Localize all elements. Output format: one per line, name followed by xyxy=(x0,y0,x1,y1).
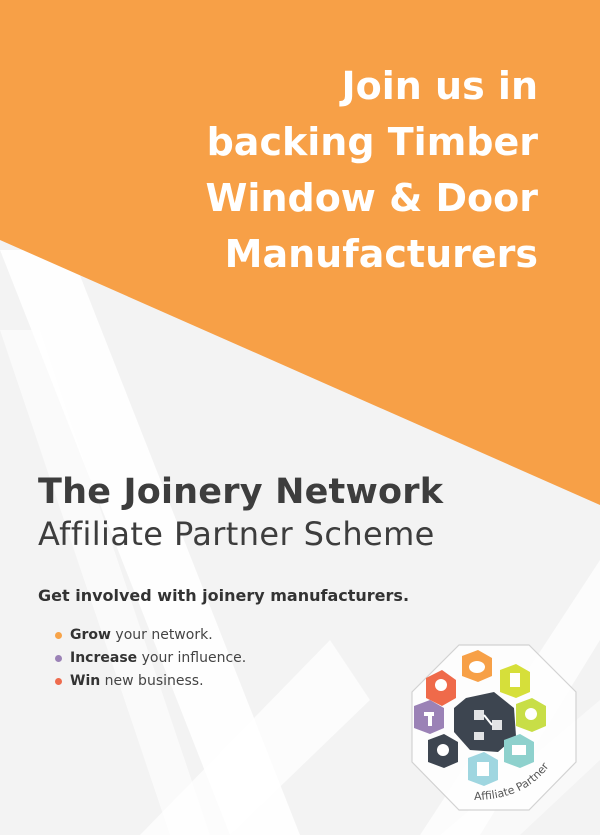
headline-line-3: Window & Door xyxy=(205,176,539,220)
benefit-text: new business. xyxy=(100,673,204,689)
gears-icon xyxy=(428,734,458,768)
scheme-title: The Joinery Network xyxy=(38,472,444,512)
scheme-subtitle: Affiliate Partner Scheme xyxy=(38,515,435,553)
bullet-dot-icon xyxy=(55,655,62,662)
affiliate-partner-badge: Affiliate Partner xyxy=(411,644,577,811)
benefit-keyword: Grow xyxy=(70,627,111,643)
headline: Join us in backing Timber Window & Door … xyxy=(78,58,539,282)
benefit-item-win: Win new business. xyxy=(55,670,246,693)
window-icon xyxy=(468,752,498,786)
lightbulb-icon xyxy=(516,698,546,732)
award-icon xyxy=(426,670,456,706)
document-check-icon xyxy=(500,664,530,698)
benefit-keyword: Win xyxy=(70,673,101,689)
benefit-list: Grow your network. Increase your influen… xyxy=(55,624,246,693)
benefit-keyword: Increase xyxy=(70,650,138,666)
network-icon xyxy=(454,692,516,752)
headline-line-1: Join us in xyxy=(341,64,538,108)
piggy-bank-icon xyxy=(462,650,492,682)
benefit-item-increase: Increase your influence. xyxy=(55,647,246,670)
benefit-text: your network. xyxy=(110,627,213,643)
benefit-text: your influence. xyxy=(137,650,247,666)
door-handle-icon xyxy=(414,700,444,734)
bullet-dot-icon xyxy=(55,632,62,639)
intro-text: Get involved with joinery manufacturers. xyxy=(38,586,410,605)
headline-line-4: Manufacturers xyxy=(224,232,538,276)
benefit-item-grow: Grow your network. xyxy=(55,624,246,647)
monitor-icon xyxy=(504,734,534,768)
bullet-dot-icon xyxy=(55,678,62,685)
orange-banner xyxy=(0,0,600,505)
headline-line-2: backing Timber xyxy=(206,120,538,164)
scheme-heading: The Joinery Network Affiliate Partner Sc… xyxy=(38,470,578,554)
